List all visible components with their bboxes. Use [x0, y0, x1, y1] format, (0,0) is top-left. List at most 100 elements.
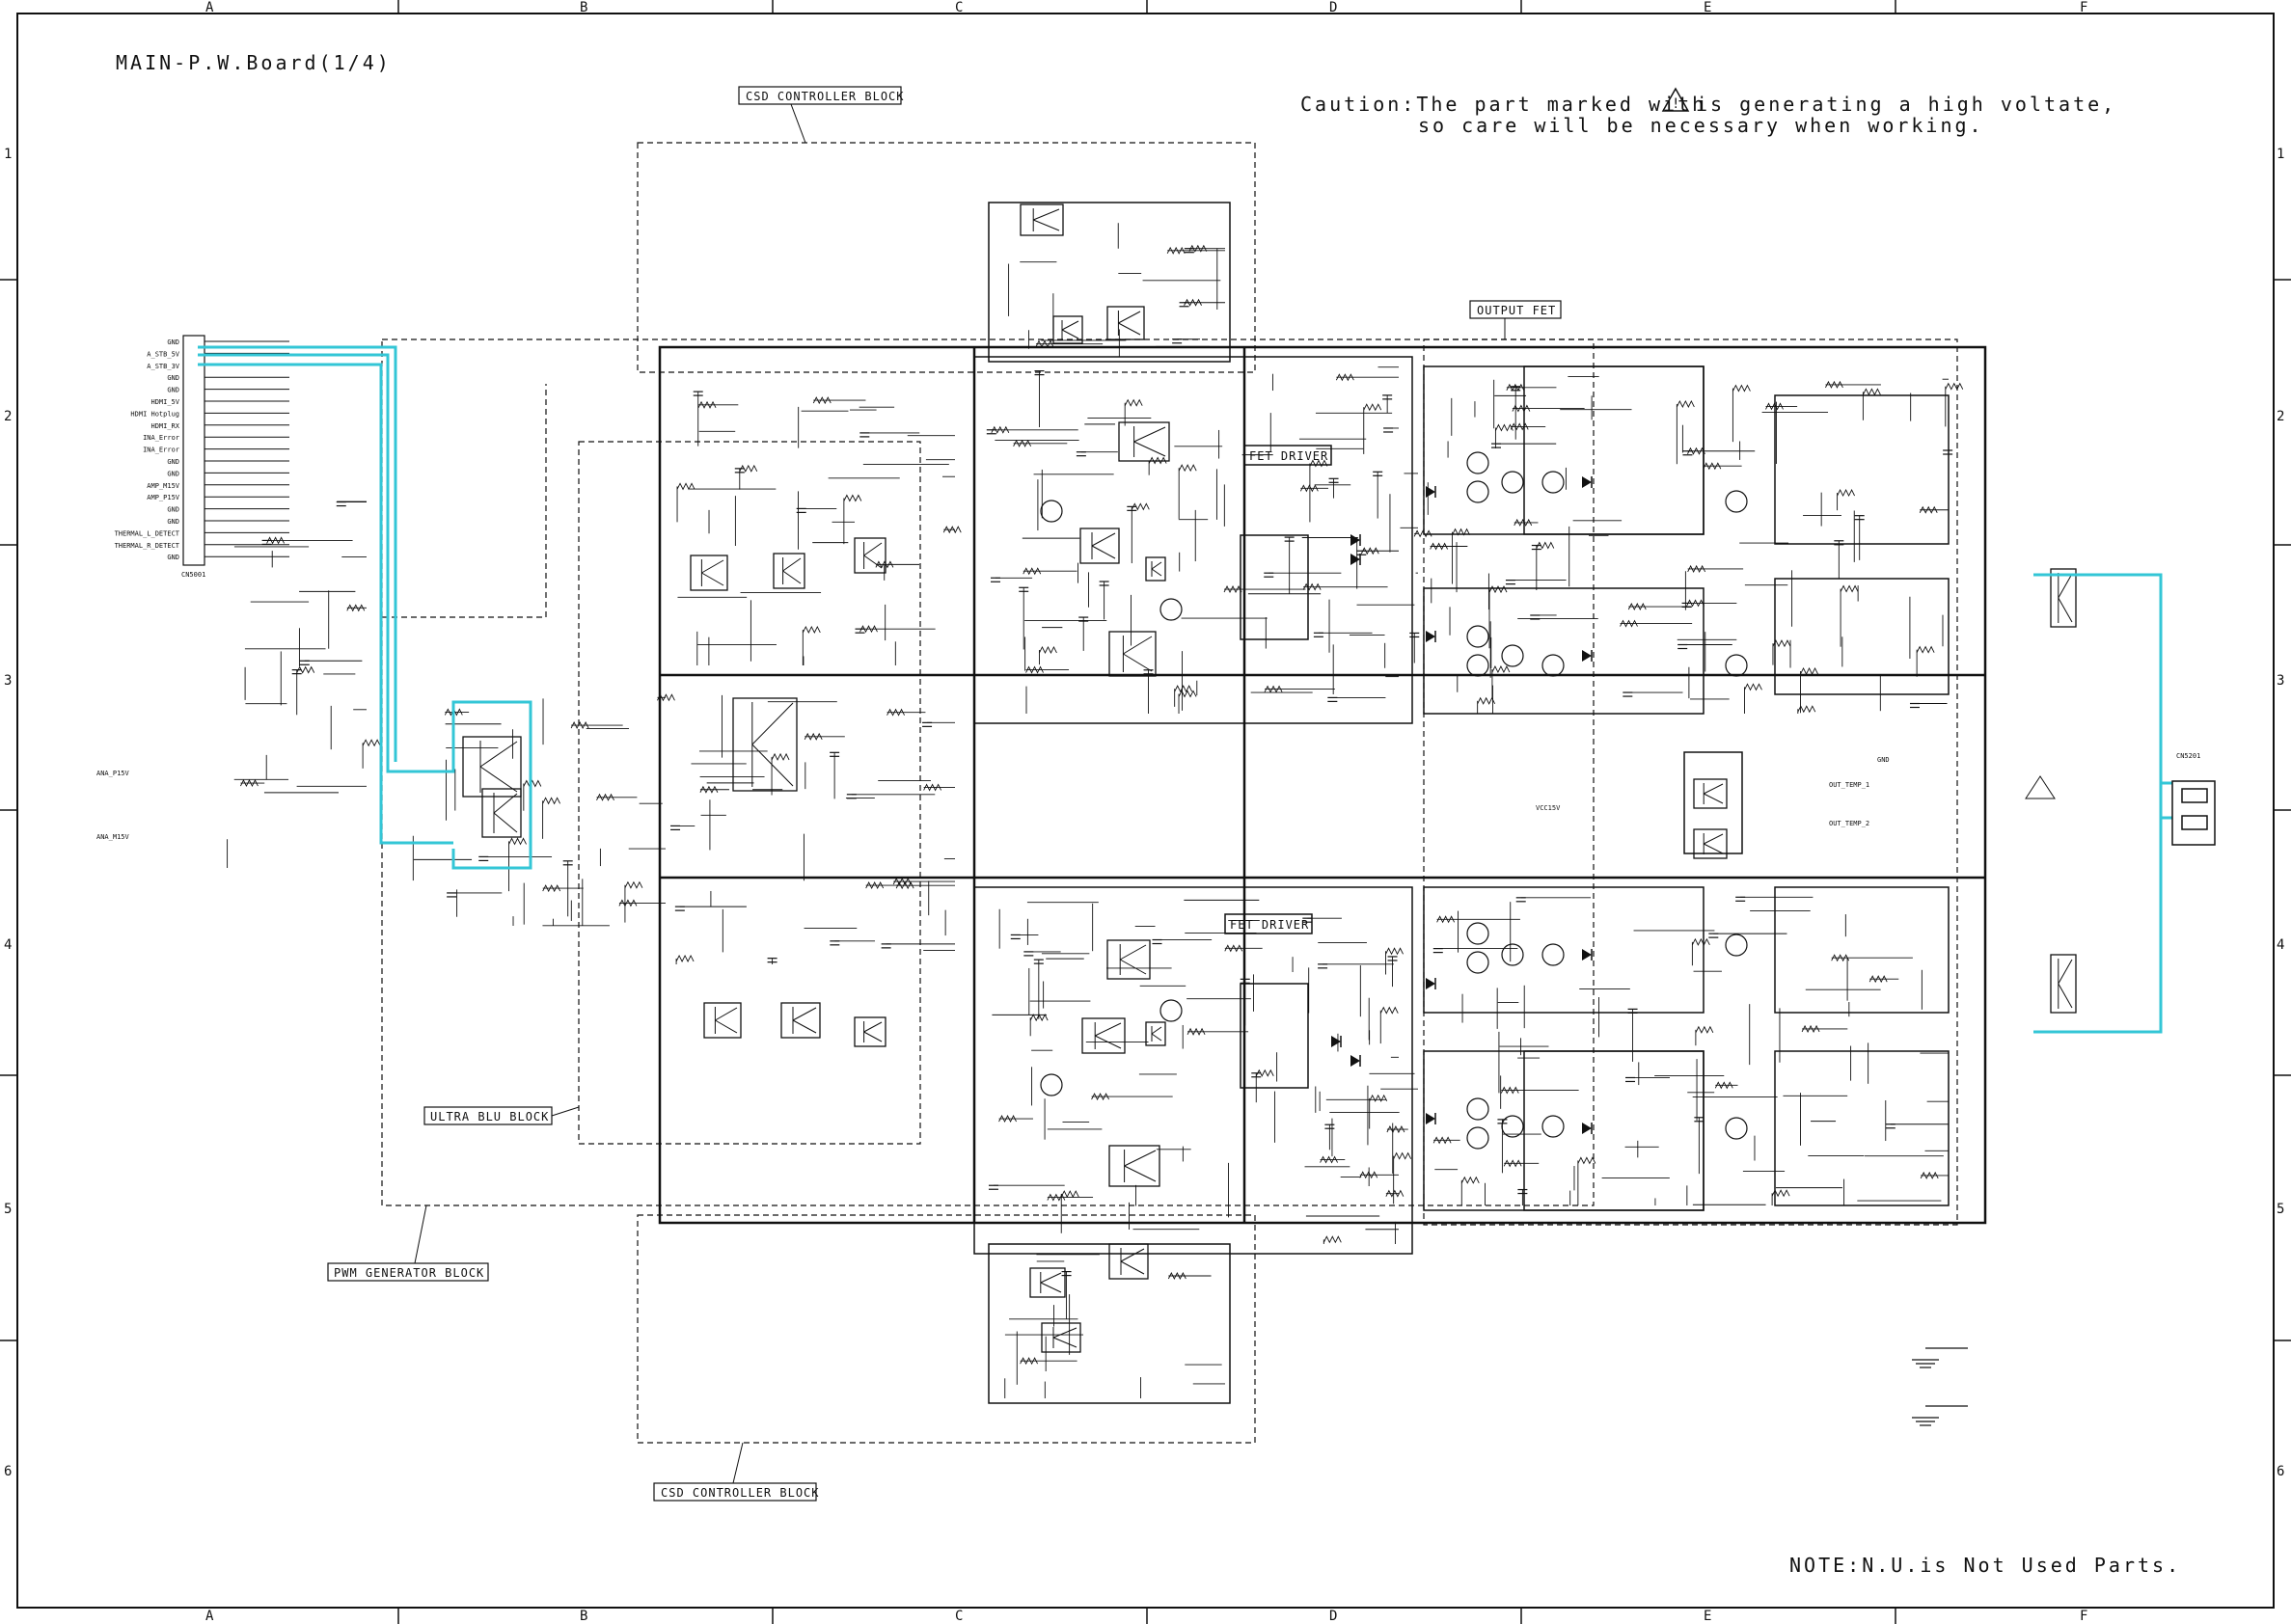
ana-minus-label: ANA_M15V — [96, 833, 130, 841]
resistor-icon — [1732, 384, 1751, 392]
transistor-icon — [863, 542, 883, 556]
grid-row-5: 5 — [4, 1202, 12, 1217]
transistor-icon — [1693, 778, 1728, 809]
connector-pin-label: INA_Error — [143, 447, 179, 454]
out-temp-1-label: OUT_TEMP_1 — [1829, 781, 1869, 789]
transistor-icon — [1466, 654, 1489, 677]
transistor-icon — [1118, 311, 1141, 324]
block-outlines — [381, 142, 1958, 1444]
input-labels: ANA_P15V ANA_M15V GND OUT_TEMP_1 OUT_TEM… — [96, 756, 1890, 841]
transistor-icon — [1124, 1165, 1157, 1182]
transistor-icon — [1541, 471, 1565, 494]
resistor-icon — [1432, 1136, 1452, 1145]
resistor-icon — [1363, 403, 1382, 412]
resistor-icon — [802, 625, 821, 634]
warning-triangle-icon — [1661, 87, 1690, 112]
note-not-used: NOTE:N.U.is Not Used Parts. — [1789, 1554, 2181, 1577]
resistor-icon — [892, 878, 912, 886]
transistor-icon — [1501, 943, 1524, 966]
resistor-icon — [1124, 398, 1143, 407]
caution-line2: so care will be necessary when working. — [1418, 114, 1984, 137]
connector-pin-label: GND — [167, 458, 179, 466]
resistor-icon — [1148, 456, 1167, 465]
resistor-icon — [523, 779, 542, 788]
resistor-icon — [1413, 529, 1432, 538]
transistor-icon — [1151, 1026, 1162, 1035]
transistor-icon — [2058, 573, 2073, 599]
transistor-icon — [1091, 532, 1116, 547]
transistor-icon — [792, 1019, 817, 1034]
diode-icon — [1426, 631, 1435, 642]
transistor-icon — [1159, 598, 1183, 621]
resistor-icon — [771, 752, 790, 761]
transistor-icon — [2058, 959, 2073, 985]
transistor-icon — [1541, 1115, 1565, 1138]
transistor-icon — [1081, 1017, 1126, 1054]
connector-pin-label: A_STB_3V — [147, 363, 180, 370]
transistor-icon — [1033, 219, 1060, 231]
resistor-icon — [1360, 547, 1379, 555]
grid-col-c: C — [955, 0, 963, 15]
transistor-icon — [493, 793, 518, 814]
transistor-icon — [1120, 1260, 1145, 1275]
transistor-icon — [1040, 1272, 1062, 1284]
resistor-icon — [1452, 528, 1470, 536]
resistor-icon — [1772, 639, 1791, 648]
grid-col-e: E — [1704, 0, 1711, 15]
resistor-icon — [1255, 1069, 1274, 1077]
transistor-icon — [1108, 1243, 1149, 1280]
transistor-icon — [1466, 480, 1489, 503]
resistor-icon — [1919, 505, 1938, 514]
output-fet-label: OUTPUT FET — [1477, 304, 1556, 317]
resistor-icon — [895, 881, 914, 890]
transistor-icon — [732, 697, 798, 792]
transistor-icon — [1061, 329, 1079, 339]
grid-row-4: 4 — [4, 937, 12, 953]
csd-top-label: CSD CONTROLLER BLOCK — [746, 90, 905, 103]
transistor-icon — [1466, 451, 1489, 474]
resistor-icon — [1510, 422, 1529, 431]
csd-top-outline — [637, 142, 1256, 373]
connector-pin-label: GND — [167, 338, 179, 346]
resistor-icon — [1025, 665, 1044, 674]
resistor-icon — [942, 526, 962, 534]
resistor-icon — [1385, 1189, 1405, 1198]
diode-icon — [1582, 949, 1592, 961]
transistor-icon — [1040, 500, 1063, 523]
diode-icon — [1426, 1113, 1435, 1124]
transistor-icon — [1094, 1022, 1122, 1037]
transistor-icon — [1703, 843, 1724, 854]
connector-pin-label: HDMI Hotplug — [130, 410, 179, 418]
transistor-icon — [1725, 654, 1748, 677]
resistor-icon — [1514, 518, 1533, 527]
transistor-icon — [1466, 1126, 1489, 1150]
resistor-icon — [1013, 439, 1032, 447]
transistor-icon — [1151, 568, 1162, 577]
resistor-icon — [843, 494, 862, 502]
ana-plus-label: ANA_P15V — [96, 770, 130, 777]
transistor-icon — [1106, 939, 1151, 980]
transistor-icon — [1541, 654, 1565, 677]
resistor-icon — [1302, 582, 1322, 591]
resistor-icon — [1184, 298, 1202, 307]
resistor-icon — [1500, 1086, 1519, 1095]
resistor-icon — [1385, 947, 1404, 956]
resistor-icon — [1035, 339, 1054, 348]
connector-pin-label: GND — [167, 374, 179, 382]
connector-pin-label: GND — [167, 470, 179, 477]
transistor-icon — [1052, 1327, 1077, 1339]
resistor-icon — [1862, 388, 1881, 396]
transistor-icon — [715, 1019, 738, 1034]
transistor-icon — [1145, 1021, 1166, 1046]
resistor-icon — [812, 396, 832, 405]
resistor-icon — [1039, 645, 1057, 654]
transistor-icon — [1541, 943, 1565, 966]
resistor-icon — [1577, 1156, 1596, 1165]
transistor-icon — [2050, 954, 2077, 1014]
resistor-icon — [1436, 915, 1456, 924]
transistor-icon — [1159, 999, 1183, 1022]
transistor-icon — [479, 741, 518, 768]
transistor-icon — [1033, 208, 1060, 221]
